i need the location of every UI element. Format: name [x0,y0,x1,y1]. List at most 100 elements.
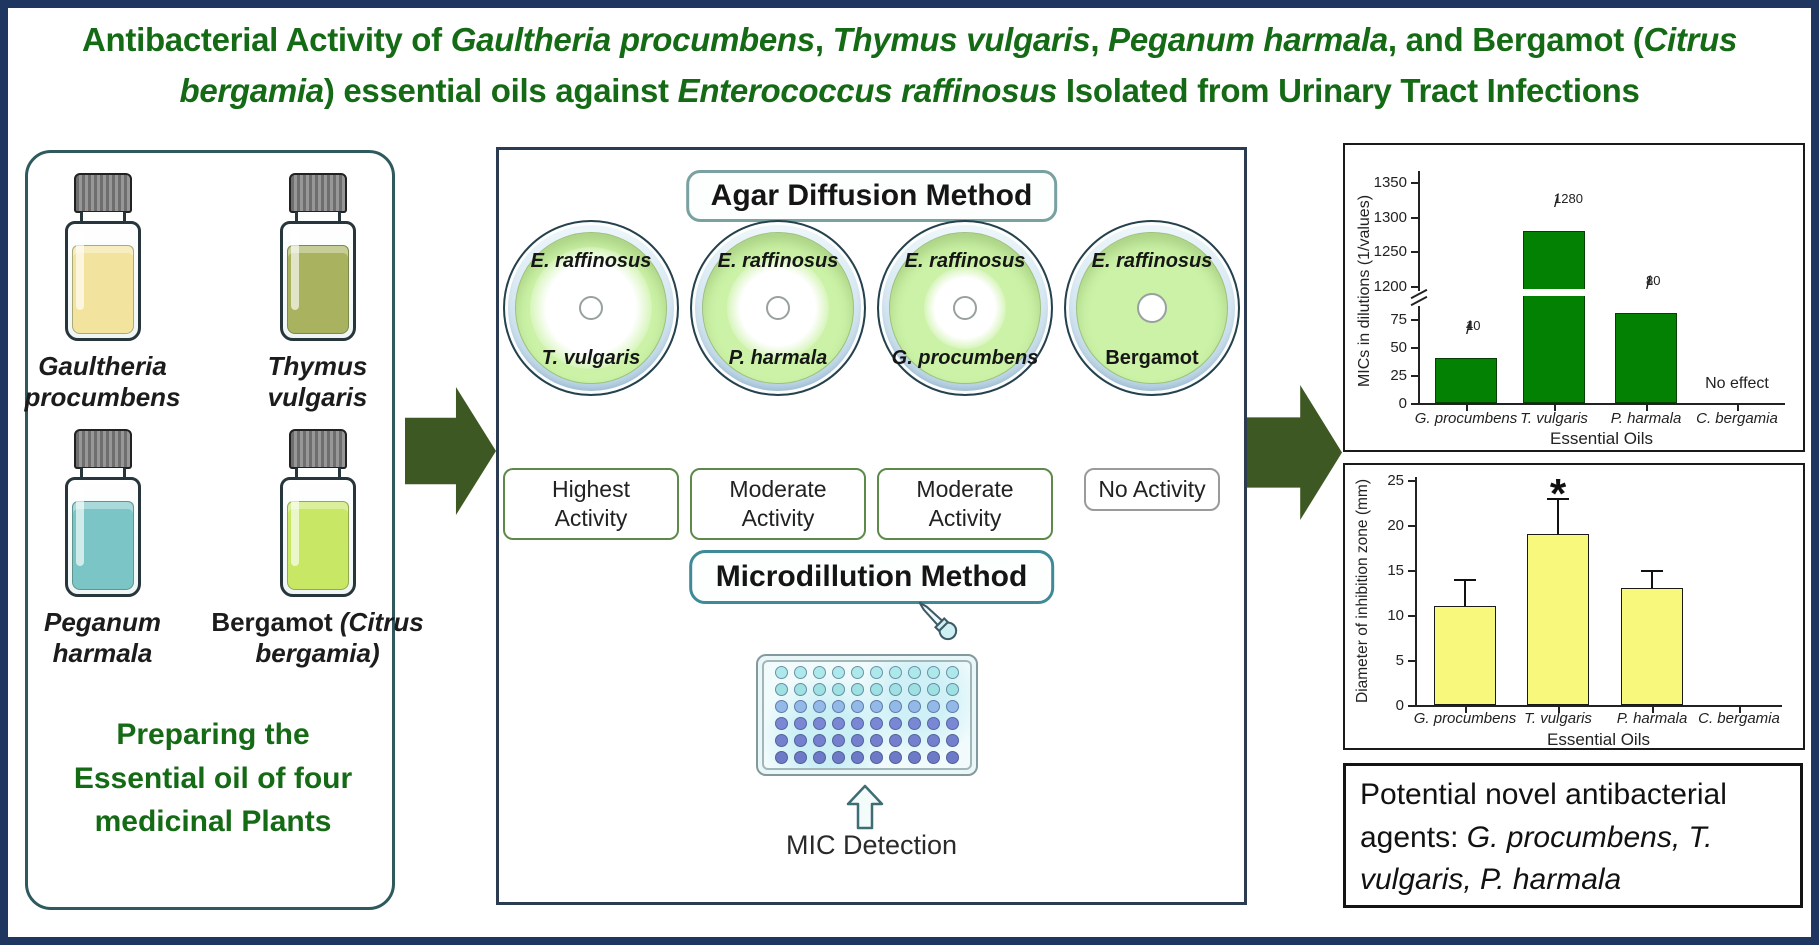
x-tick [1554,405,1556,411]
well [794,666,807,679]
well [832,666,845,679]
essential-oil-panel: Gaultheria procumbens Thymus vulgaris [24,150,424,910]
fraction-part: / [1554,190,1560,211]
well [832,683,845,696]
agar-diffusion-header: Agar Diffusion Method [685,170,1058,222]
microplate-inner [762,660,972,770]
text-segment: Bergamot [211,607,340,637]
x-tick [1465,707,1467,713]
x-axis [1415,705,1782,707]
well [832,700,845,713]
vial-neck-icon [79,212,126,222]
oil-disc-icon [953,296,977,320]
well [908,734,921,747]
well [870,734,883,747]
well [794,734,807,747]
y-tick [1408,705,1415,707]
well [946,717,959,730]
activity-badge: Moderate Activity [690,468,866,540]
text-segment: G. procumbens, T. vulgaris, P. harmala [1360,820,1713,897]
y-tick [1408,480,1415,482]
y-tick-label: 1200 [1373,278,1407,295]
x-tick [1739,707,1741,713]
well [775,751,788,764]
y-tick [1411,251,1418,254]
vial-row: Peganum harmala Bergamot (Citrus bergami… [25,429,424,669]
y-tick-label: 10 [1387,607,1404,624]
well [813,683,826,696]
well [927,751,940,764]
x-category-label: G. procumbens [1413,710,1517,727]
well [794,717,807,730]
y-tick-label: 0 [1398,395,1407,412]
well [946,734,959,747]
well [927,666,940,679]
vial-label: Thymus vulgaris [223,351,413,413]
y-axis-title: MICs in dilutions (1/values) [1356,194,1373,388]
activity-slot: No Activity [1064,468,1240,540]
y-tick [1411,182,1418,184]
y-tick-label: 15 [1387,562,1404,579]
y-tick-label: 75 [1390,311,1407,328]
y-tick-label: 0 [1395,697,1404,714]
text-segment: Potential novel antibacterial agents: [1360,778,1727,854]
vial-thymus: Thymus vulgaris [240,173,395,413]
well [775,700,788,713]
error-bar-stem [1651,570,1653,588]
vial-gaultheria: Gaultheria procumbens [24,173,181,413]
well [927,700,940,713]
activity-slot: Moderate Activity [877,468,1053,540]
organism-label: E. raffinosus [530,250,652,272]
petri-dish-bergamot: E. raffinosus Bergamot [1064,220,1240,396]
text-segment: Peganum harmala [43,607,162,669]
well [794,683,807,696]
text-segment: Thymus vulgaris [267,351,368,413]
vial-neck-icon [294,212,341,222]
activity-badge: Moderate Activity [877,468,1053,540]
vial-bottle-icon [279,477,356,597]
well [927,734,940,747]
y-tick [1411,286,1418,288]
vial-cap-icon [288,429,347,469]
vial-neck-icon [79,468,126,478]
y-tick-label: 1250 [1373,243,1407,261]
petri-dish-g-procumbens: E. raffinosus G. procumbens [877,220,1053,396]
well [851,751,864,764]
text-segment: , [1090,21,1109,58]
vial-bottle-icon [279,221,356,341]
vial-label: Gaultheria procumbens [8,351,198,413]
well [908,666,921,679]
fraction-part: 80 [1646,273,1661,289]
well [775,734,788,747]
x-category-label: T. vulgaris [1524,710,1592,727]
x-tick [1646,405,1648,411]
figure-title: Antibacterial Activity of Gaultheria pro… [68,14,1751,117]
vial-bottle-icon [64,221,141,341]
activity-slot: Moderate Activity [690,468,866,540]
well [851,666,864,679]
fraction-part: 40 [1466,318,1481,334]
glass-shine [75,230,84,310]
text-segment: Antibacterial Activity of [82,21,451,58]
significance-star: * [1549,470,1567,517]
well [794,700,807,713]
activity-badge: Highest Activity [503,468,679,540]
vial-peganum: Peganum harmala [25,429,180,669]
bar [1615,313,1677,403]
petri-dish-p-harmala: E. raffinosus P. harmala [690,220,866,396]
y-tick [1408,525,1415,527]
well [775,666,788,679]
x-category-label: C. bergamia [1696,410,1778,427]
error-bar-cap [1547,498,1569,500]
glass-shine [75,486,84,566]
y-axis [1415,477,1417,707]
y-tick-label: 1300 [1373,208,1407,226]
y-tick-label: 50 [1390,339,1407,356]
y-tick-label: 25 [1387,472,1404,489]
y-axis-title: Diameter of inhibition zone (mm) [1354,479,1371,703]
no-effect-label: No effect [1705,375,1769,392]
text-segment: Gaultheria procumbens [450,21,815,58]
microplate [756,654,978,776]
